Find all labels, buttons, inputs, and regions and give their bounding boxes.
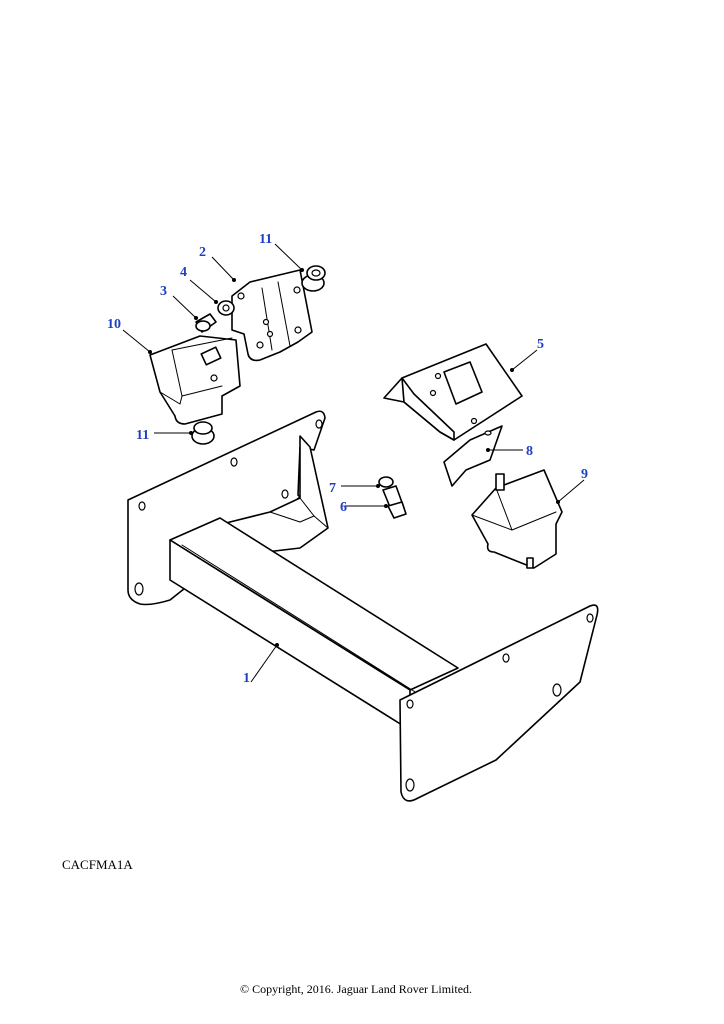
callout-6: 6 (340, 500, 347, 515)
part-7-washer[interactable] (378, 476, 394, 488)
copyright-notice: © Copyright, 2016. Jaguar Land Rover Lim… (239, 982, 473, 996)
callout-1: 1 (243, 671, 250, 686)
callout-11-upper: 11 (259, 232, 272, 247)
part-11-bump-stop-upper[interactable] (301, 265, 326, 292)
callout-labels: 1 2 3 4 5 6 7 8 9 10 11 11 (107, 232, 588, 686)
part-2-mounting-bracket[interactable] (231, 269, 313, 362)
diagram-reference-code: CACFMA1A (62, 857, 133, 872)
part-1-crossmember[interactable] (127, 410, 599, 802)
callout-9: 9 (581, 467, 588, 482)
callout-7: 7 (329, 481, 336, 496)
callout-4: 4 (180, 265, 187, 280)
part-3-bolt[interactable] (195, 313, 217, 333)
part-10-engine-mount-left[interactable] (149, 335, 241, 425)
callout-10: 10 (107, 317, 121, 332)
part-9-engine-mount-right[interactable] (471, 469, 563, 569)
part-5-mounting-bracket-right[interactable] (383, 343, 523, 441)
callout-11-lower: 11 (136, 428, 149, 443)
callout-5: 5 (537, 337, 544, 352)
part-11-bump-stop-lower[interactable] (191, 421, 215, 445)
callout-3: 3 (160, 284, 167, 299)
part-4-washer[interactable] (217, 300, 235, 316)
part-8-heat-shield[interactable] (443, 425, 503, 487)
leader-lines (122, 243, 585, 683)
callout-8: 8 (526, 444, 533, 459)
part-6-bolt[interactable] (382, 485, 407, 519)
callout-2: 2 (199, 245, 206, 260)
